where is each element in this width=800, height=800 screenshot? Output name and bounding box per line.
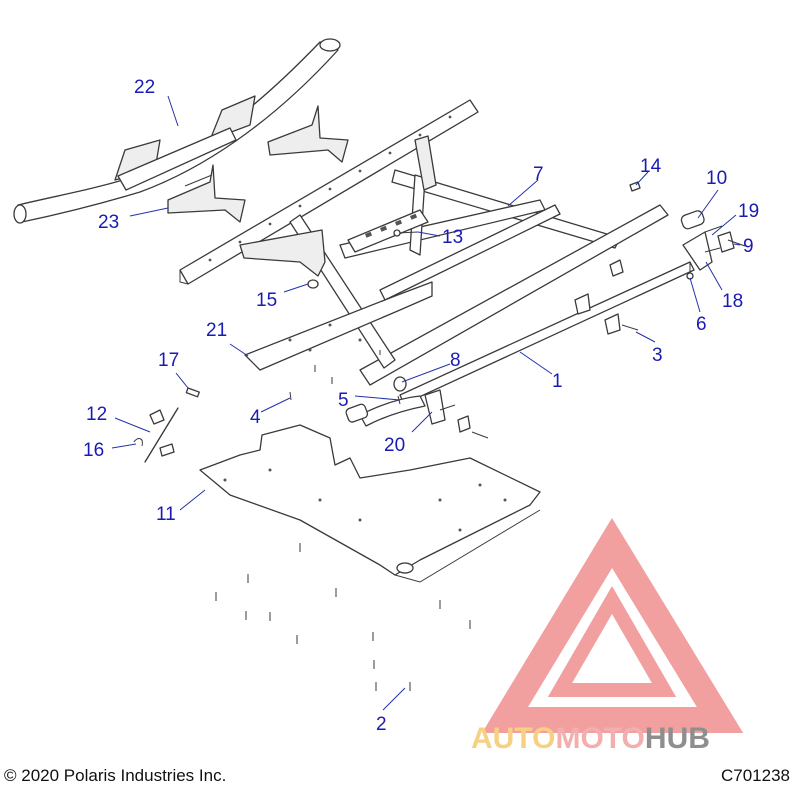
copyright-notice: © 2020 Polaris Industries Inc. [4, 766, 227, 785]
callout-19: 19 [738, 201, 759, 222]
callout-23: 23 [98, 212, 119, 233]
watermark-wordmark: AUTOMOTOHUB [471, 722, 710, 755]
callout-11: 11 [156, 504, 176, 525]
callout-13: 13 [442, 227, 463, 248]
callout-8: 8 [450, 350, 461, 371]
watermark-triangle-outer [481, 517, 744, 733]
front-bumper-part [13, 38, 341, 224]
callout-3: 3 [652, 345, 663, 366]
callout-6: 6 [696, 314, 707, 335]
callout-20: 20 [384, 435, 405, 456]
watermark-word-auto: AUTO [471, 722, 555, 755]
callout-16: 16 [83, 440, 104, 461]
skid-plate-holes [223, 468, 507, 532]
callout-12: 12 [86, 404, 107, 425]
front-skid-plate-part [244, 281, 433, 371]
push-rivets [215, 350, 471, 691]
main-skid-plate-part [199, 424, 541, 583]
sway-bar-part [345, 261, 695, 427]
callout-labels: 1 2 3 4 5 6 7 8 9 10 11 12 13 14 15 16 1… [83, 77, 759, 735]
frame-holes [208, 115, 452, 262]
leader-lines [111, 95, 741, 711]
callout-7: 7 [533, 164, 544, 185]
callout-22: 22 [134, 77, 155, 98]
callout-14: 14 [640, 156, 662, 177]
watermark-triangle-inner [547, 586, 677, 697]
callout-15: 15 [256, 290, 277, 311]
callout-5: 5 [338, 390, 349, 411]
callout-10: 10 [706, 168, 727, 189]
figure-code: C701238 [720, 766, 790, 785]
callout-18: 18 [722, 291, 743, 312]
callout-17: 17 [158, 350, 179, 371]
callout-2: 2 [376, 714, 387, 735]
main-frame-part [179, 99, 669, 386]
callout-9: 9 [743, 236, 754, 257]
watermark-logo: AUTOMOTOHUB [471, 517, 744, 755]
watermark-word-moto: MOTO [555, 722, 644, 755]
small-hardware [133, 181, 746, 691]
callout-21: 21 [206, 320, 227, 341]
mount-bracket-right-part [267, 105, 349, 163]
callout-4: 4 [250, 407, 261, 428]
callout-1: 1 [552, 371, 563, 392]
mount-bracket-left-part [167, 164, 246, 223]
watermark-word-hub: HUB [645, 722, 710, 755]
